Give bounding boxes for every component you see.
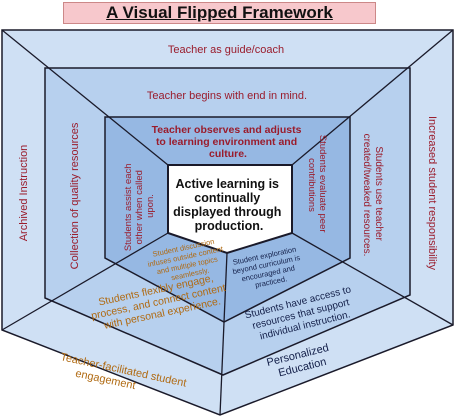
title-banner: A Visual Flipped Framework xyxy=(63,2,376,24)
outer-right-label: Increased student responsibility xyxy=(426,116,438,271)
middle-left-label: Collection of quality resources xyxy=(69,122,81,269)
core-pentagon xyxy=(167,164,293,255)
middle-top-label: Teacher begins with end in mind. xyxy=(147,90,307,102)
inner-right-label: Students evaluate peer contributions xyxy=(306,135,328,235)
middle-right-label: Students use teacher created/tweaked res… xyxy=(361,134,384,257)
ring-connectors xyxy=(1,29,454,416)
page-title: A Visual Flipped Framework xyxy=(106,3,333,22)
outer-left-label: Archived Instruction xyxy=(18,145,30,242)
outer-top-label: Teacher as guide/coach xyxy=(168,44,284,56)
inner-left-label: Students assist each other when called u… xyxy=(123,161,156,251)
core-label: Active learning is continually displayed… xyxy=(173,177,285,233)
inner-top-label: Teacher observes and adjusts to learning… xyxy=(152,124,305,160)
